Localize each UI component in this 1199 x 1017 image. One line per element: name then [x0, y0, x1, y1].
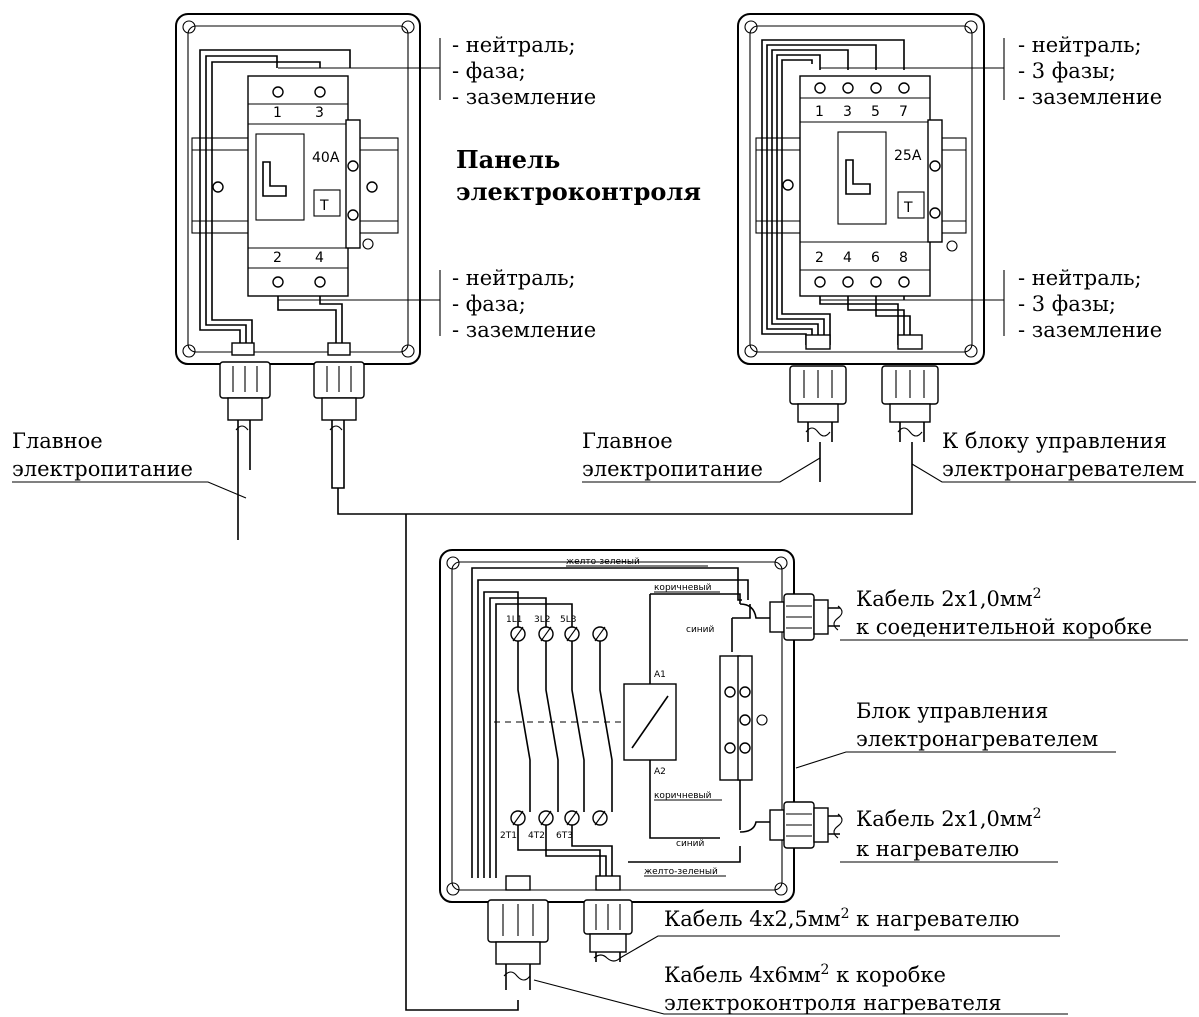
wire-brown-top: коричневый: [654, 583, 712, 593]
right-top-label-3: - заземление: [1018, 85, 1162, 109]
left-supply-label-2: электропитание: [12, 457, 193, 481]
right-top-label-2: - 3 фазы;: [1018, 59, 1116, 83]
contact-1L1: 1L1: [506, 615, 522, 625]
right-bot-term-4: 4: [843, 250, 852, 266]
svg-text:Кабель 4х6мм2 к коробке: Кабель 4х6мм2 к коробке: [664, 962, 946, 987]
cable-junction-label: Кабель 2х1,0мм2 к соеденительной коробке: [840, 586, 1188, 641]
right-top-term-1: 1: [815, 104, 824, 120]
unit-label-2: электронагревателем: [856, 727, 1098, 751]
right-top-term-7: 7: [899, 104, 908, 120]
coil-A1: A1: [654, 670, 666, 680]
svg-text:Кабель 4х2,5мм2 к нагревателю: Кабель 4х2,5мм2 к нагревателю: [664, 906, 1019, 931]
unit-label-1: Блок управления: [856, 699, 1048, 723]
left-supply-label-1: Главное: [12, 429, 103, 453]
right-bot-label-3: - заземление: [1018, 318, 1162, 342]
cable-junction-text: Кабель 2х1,0мм: [856, 587, 1033, 611]
right-bot-term-2: 2: [815, 250, 824, 266]
right-panel-box: Т 25А 1 3 5 7 2 4 6 8: [737, 13, 1005, 488]
right-bottom-labels: - нейтраль; - 3 фазы; - заземление: [1018, 266, 1162, 342]
right-bot-term-8: 8: [899, 250, 908, 266]
contact-4T2: 4T2: [528, 831, 545, 841]
cable-heater-main-label: Кабель 4х2,5мм2 к нагревателю: [619, 906, 1060, 959]
right-bot-label-1: - нейтраль;: [1018, 266, 1142, 290]
svg-text:Кабель 2х1,0мм2: Кабель 2х1,0мм2: [856, 586, 1041, 611]
left-bot-label-1: - нейтраль;: [452, 266, 576, 290]
coil-A2: A2: [654, 767, 666, 777]
cable-link-panels: [337, 488, 913, 515]
left-bot-term-2: 2: [273, 250, 282, 266]
cable-to-control-box: [405, 514, 519, 1011]
wire-blue-bottom: синий: [676, 839, 705, 849]
left-top-term-3: 3: [315, 105, 324, 121]
wire-yellow-green-bottom: желто-зеленый: [644, 867, 718, 877]
cable-heater-small-label: Кабель 2х1,0мм2 к нагревателю: [840, 806, 1058, 863]
right-bot-term-6: 6: [871, 250, 880, 266]
left-panel-box: Т 40А 1 3 2 4: [175, 13, 441, 540]
left-bot-term-4: 4: [315, 250, 324, 266]
wire-brown-bottom: коричневый: [654, 791, 712, 801]
right-top-labels: - нейтраль; - 3 фазы; - заземление: [1018, 33, 1162, 109]
contact-2T1: 2T1: [500, 831, 517, 841]
left-bot-label-3: - заземление: [452, 318, 596, 342]
left-top-label-3: - заземление: [452, 85, 596, 109]
right-top-term-3: 3: [843, 104, 852, 120]
right-top-term-5: 5: [871, 104, 880, 120]
left-test-label: Т: [319, 198, 329, 214]
left-top-term-1: 1: [273, 105, 282, 121]
cable-control-label: Кабель 4х6мм2 к коробке электроконтроля …: [533, 962, 1068, 1015]
cable-heater-small-text-2: к нагревателю: [856, 837, 1019, 861]
contact-3L2: 3L2: [534, 615, 550, 625]
left-top-labels: - нейтраль; - фаза; - заземление: [452, 33, 596, 109]
cable-heater-small-text: Кабель 2х1,0мм: [856, 807, 1033, 831]
right-control-label-1: К блоку управления: [942, 429, 1167, 453]
cable-heater-main-sup: 2: [841, 906, 850, 922]
right-supply-label-2: электропитание: [582, 457, 763, 481]
right-control-label-2: электронагревателем: [942, 457, 1184, 481]
left-top-label-1: - нейтраль;: [452, 33, 576, 57]
left-top-label-2: - фаза;: [452, 59, 526, 83]
cable-heater-main-tail: к нагревателю: [849, 907, 1019, 931]
contact-5L3: 5L3: [560, 615, 576, 625]
cable-control-text: Кабель 4х6мм: [664, 963, 821, 987]
right-supply-label-1: Главное: [582, 429, 673, 453]
right-top-label-1: - нейтраль;: [1018, 33, 1142, 57]
left-bot-label-2: - фаза;: [452, 292, 526, 316]
unit-label: Блок управления электронагревателем: [795, 699, 1116, 769]
cable-control-sup: 2: [821, 962, 830, 978]
wire-blue-top: синий: [686, 625, 715, 635]
right-rating: 25А: [894, 148, 922, 164]
panel-title-line-2: электроконтроля: [456, 177, 701, 206]
svg-text:Кабель 2х1,0мм2: Кабель 2х1,0мм2: [856, 806, 1041, 831]
panel-title-line-1: Панель: [456, 145, 560, 174]
right-bot-label-2: - 3 фазы;: [1018, 292, 1116, 316]
left-rating: 40А: [312, 150, 340, 166]
cable-junction-sup: 2: [1033, 586, 1042, 602]
contact-6T3: 6T3: [556, 831, 573, 841]
left-bottom-labels: - нейтраль; - фаза; - заземление: [452, 266, 596, 342]
right-test-label: Т: [903, 200, 913, 216]
wire-yellow-green-top: желто-зеленый: [566, 557, 640, 567]
control-box: 1L1 3L2 5L3 A1 A2 2T1 4T2 6T3: [439, 549, 843, 990]
cable-control-tail: к коробке: [829, 963, 946, 987]
cable-control-text-2: электроконтроля нагревателя: [664, 991, 1001, 1015]
cable-junction-text-2: к соеденительной коробке: [856, 615, 1152, 639]
cable-heater-small-sup: 2: [1033, 806, 1042, 822]
cable-heater-main-text: Кабель 4х2,5мм: [664, 907, 841, 931]
